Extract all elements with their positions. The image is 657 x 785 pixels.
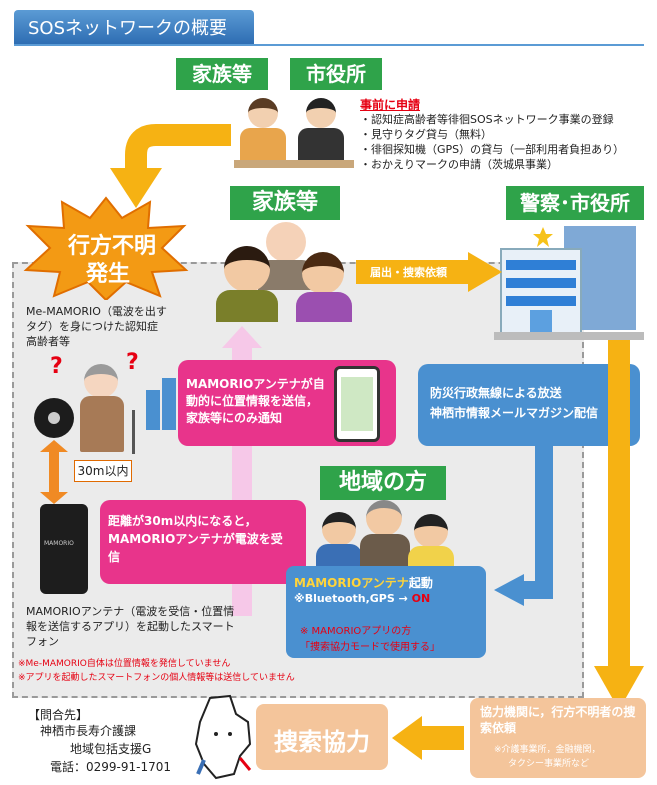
receive-text: 距離が30m以内になると，MAMORIOアンテナが電波を受信 [108, 514, 283, 564]
activate-line2: ※Bluetooth,GPS → ON [294, 592, 430, 605]
elder-description: Me-MAMORIO（電波を出すタグ）を身につけた認知症高齢者等 [26, 305, 167, 348]
search-coop-box [256, 704, 388, 770]
police-label: 警察･市役所 [506, 186, 644, 220]
blue-bent-arrow [494, 440, 553, 606]
smartphone: MAMORIO [40, 504, 88, 594]
contact-line3: 電話：0299-91-1701 [50, 760, 172, 774]
phone-brand: MAMORIO [44, 540, 74, 547]
cityhall-label: 市役所 [290, 58, 382, 90]
prior-item: ・見守りタグ貸与（無料） [360, 128, 492, 141]
title-bar [14, 10, 254, 44]
request-note2: タクシー事業所など [508, 759, 590, 769]
activate-line2b: ON [411, 592, 431, 605]
contact-line1: 神栖市長寿介護課 [40, 724, 137, 738]
family-illustration [216, 222, 354, 322]
activate-line3: ※ MAMORIOアプリの方 [300, 626, 412, 637]
elder-illustration: ? ? [40, 350, 190, 460]
activate-line1b: 起動 [408, 576, 433, 590]
activate-line1: MAMORIOアンテナ起動 [294, 574, 433, 591]
missing-line1: 行方不明 [68, 234, 157, 259]
consultation-illustration [234, 94, 354, 182]
tag-icon-center [48, 412, 60, 424]
note-2: ※アプリを起動したスマートフォンの個人情報等は送信していません [18, 673, 295, 683]
broadcast-line1: 防災行政無線による放送 [430, 386, 562, 400]
family-label: 家族等 [230, 186, 340, 220]
request-line1: 協力機関に，行方不明者の捜索依頼 [480, 705, 636, 735]
locals-label: 地域の方 [320, 466, 446, 500]
distance-label: 30m以内 [74, 460, 132, 482]
mascot-map-illustration [194, 694, 252, 780]
report-label: 届出・捜索依頼 [370, 266, 447, 279]
curved-arrow [110, 124, 231, 208]
broadcast-box [418, 364, 640, 446]
prior-item: ・おかえりマークの申請（茨城県事業） [360, 158, 558, 171]
activate-box [286, 566, 486, 658]
prior-item: ・認知症高齢者等徘徊SOSネットワーク事業の登録 [360, 113, 614, 126]
phone-description: MAMORIOアンテナ（電波を受信・位置情報を送信するアプリ）を起動したスマート… [26, 605, 235, 648]
activate-line4: 「捜索協力モードで使用する」 [300, 642, 440, 653]
orange-down-arrow [594, 340, 644, 710]
contact-title: 【問合先】 [28, 708, 89, 722]
activate-line1a: MAMORIOアンテナ [294, 576, 409, 590]
family-label-top: 家族等 [176, 58, 268, 90]
distance-arrow [40, 440, 68, 504]
request-note1: ※介護事業所，金融機関， [494, 745, 601, 755]
receive-box [100, 500, 306, 584]
missing-burst [23, 196, 189, 300]
report-arrow [356, 252, 502, 292]
building-illustration [494, 226, 644, 340]
request-box [470, 698, 646, 778]
broadcast-line2: 神栖市情報メールマガジン配信 [430, 406, 599, 420]
page-title: SOSネットワークの概要 [28, 18, 228, 39]
missing-line2: 発生 [86, 262, 131, 287]
title-rule [14, 44, 644, 46]
contact-line2: 地域包括支援G [70, 742, 152, 756]
locals-illustration [316, 500, 456, 576]
search-coop-label: 捜索協力 [274, 728, 370, 756]
prior-item: ・徘徊探知機（GPS）の貸与（一部利用者負担あり） [360, 143, 625, 156]
map-phone-icon [334, 366, 380, 442]
prior-application-title: 事前に申請 [360, 98, 421, 112]
antenna-notify-text: MAMORIOアンテナが自動的に位置情報を送信，家族等にのみ通知 [186, 377, 325, 425]
activate-line2a: ※Bluetooth,GPS → [294, 592, 412, 605]
note-1: ※Me-MAMORIO自体は位置情報を発信していません [18, 659, 231, 669]
left-arrow [392, 716, 464, 760]
